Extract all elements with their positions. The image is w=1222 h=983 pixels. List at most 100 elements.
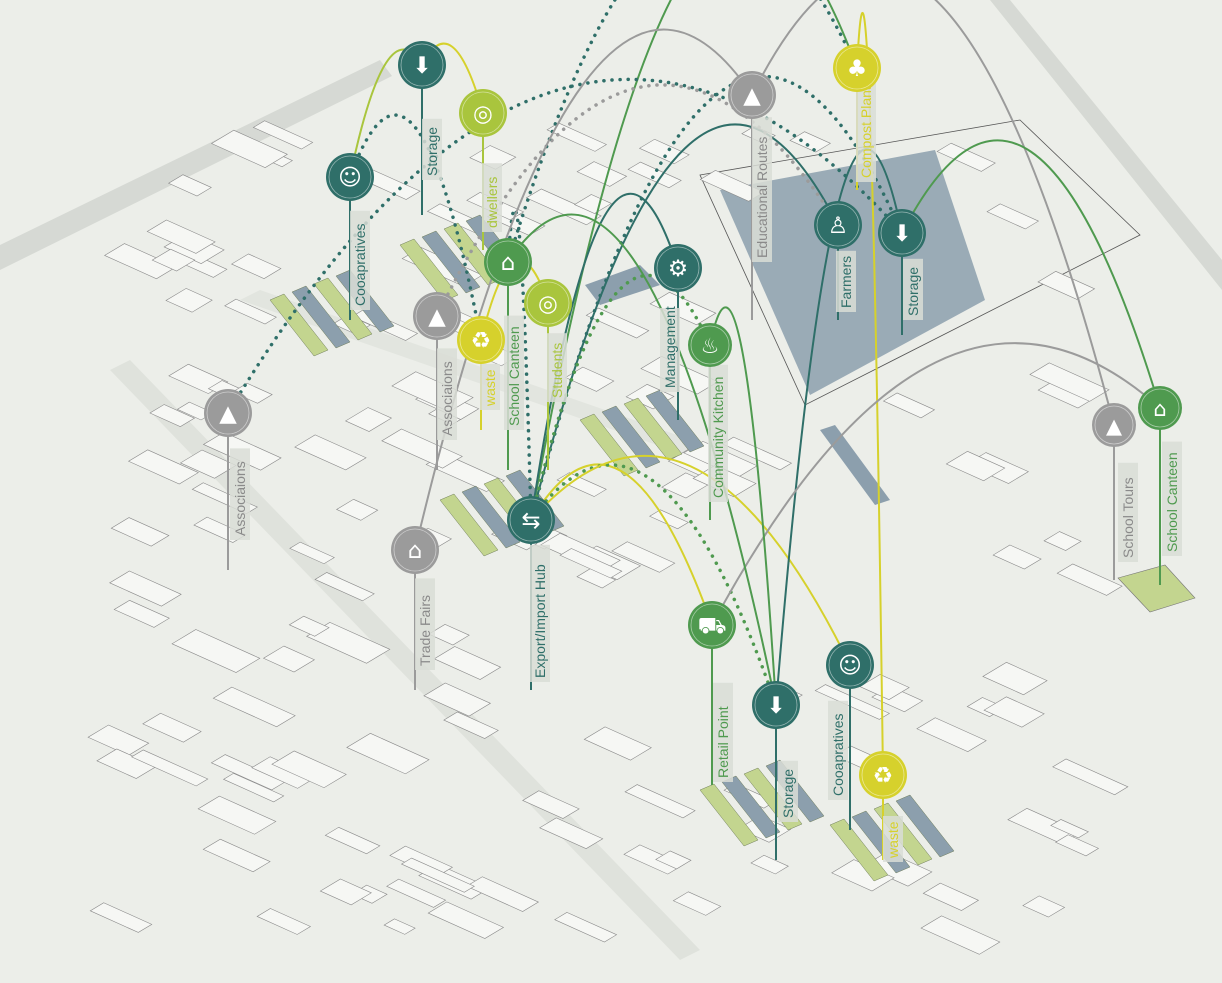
node-compost-plant[interactable]: Compost Plant♣ xyxy=(833,44,881,190)
building xyxy=(113,599,170,628)
node-cooapratives[interactable]: Cooapratives☺ xyxy=(326,153,374,320)
node-educational-routes[interactable]: Educational Routes▲ xyxy=(728,71,776,320)
node-label: Storage xyxy=(424,127,440,176)
node-circle[interactable] xyxy=(326,153,374,201)
node-circle[interactable] xyxy=(878,209,926,257)
node-circle[interactable] xyxy=(1138,386,1182,430)
node-circle[interactable] xyxy=(833,44,881,92)
building xyxy=(423,682,492,717)
node-label: Cooapratives xyxy=(352,224,368,307)
node-circle[interactable] xyxy=(859,751,907,799)
node-ring xyxy=(828,643,872,687)
label-backing xyxy=(547,333,567,402)
label-backing xyxy=(530,544,550,682)
node-circle[interactable] xyxy=(398,41,446,89)
node-farmers[interactable]: Farmers♙ xyxy=(814,201,862,320)
node-circle[interactable] xyxy=(457,316,505,364)
node-ring xyxy=(461,91,505,135)
building xyxy=(1052,758,1129,796)
node-associaions[interactable]: Associaions▲ xyxy=(204,389,252,570)
node-students[interactable]: Students◎ xyxy=(524,279,572,470)
building xyxy=(146,219,216,254)
rooftop-field xyxy=(645,389,705,453)
building xyxy=(262,645,316,673)
node-ring xyxy=(1094,405,1134,445)
node-circle[interactable] xyxy=(204,389,252,437)
node-label: waste xyxy=(482,369,498,407)
node-label: School Canteen xyxy=(1164,452,1180,552)
node-circle[interactable] xyxy=(1092,403,1136,447)
node-circle[interactable] xyxy=(814,201,862,249)
building xyxy=(573,194,612,214)
node-circle[interactable] xyxy=(752,681,800,729)
node-waste[interactable]: waste♻ xyxy=(859,751,907,862)
node-circle[interactable] xyxy=(484,238,532,286)
node-ring xyxy=(328,155,372,199)
node-ring xyxy=(526,281,570,325)
node-ring xyxy=(206,391,250,435)
node-label: Farmers xyxy=(838,256,854,308)
connection-arc xyxy=(226,77,904,415)
label-backing xyxy=(480,364,500,410)
building xyxy=(381,428,463,469)
recycle-icon: ♻ xyxy=(471,328,491,354)
building xyxy=(672,891,722,916)
label-backing xyxy=(415,578,435,670)
rooftop-field xyxy=(421,230,481,294)
node-circle[interactable] xyxy=(459,89,507,137)
building xyxy=(1022,895,1066,918)
building xyxy=(179,449,237,479)
node-ring xyxy=(393,528,437,572)
label-backing xyxy=(1118,462,1138,562)
node-circle[interactable] xyxy=(654,244,702,292)
node-retail-point[interactable]: Retail Point⛟ xyxy=(688,601,736,785)
building xyxy=(314,572,375,602)
node-circle[interactable] xyxy=(688,323,732,367)
node-management[interactable]: Management⚙ xyxy=(654,244,702,420)
connection-arc xyxy=(435,83,840,318)
building xyxy=(992,544,1042,570)
node-circle[interactable] xyxy=(728,71,776,119)
rooftop-field xyxy=(291,285,351,349)
node-circle[interactable] xyxy=(391,526,439,574)
building xyxy=(859,674,910,700)
rooftop-field xyxy=(579,413,639,477)
node-export-import-hub[interactable]: Export/Import Hub⇆ xyxy=(507,496,555,690)
node-circle[interactable] xyxy=(507,496,555,544)
green-rooftop-fields xyxy=(269,214,955,882)
node-school-tours[interactable]: School Tours▲ xyxy=(1092,403,1138,580)
node-school-canteen[interactable]: School Canteen⌂ xyxy=(1138,386,1182,585)
node-circle[interactable] xyxy=(688,601,736,649)
node-circle[interactable] xyxy=(826,641,874,689)
building xyxy=(1050,819,1089,839)
storage-box-icon: ⬇ xyxy=(892,221,911,247)
rooftop-field xyxy=(829,818,889,882)
label-backing xyxy=(437,348,457,440)
building xyxy=(319,878,372,906)
node-dwellers[interactable]: dwellers◎ xyxy=(459,89,507,250)
node-label: Management xyxy=(662,306,678,388)
connection-arc xyxy=(530,0,858,521)
node-circle[interactable] xyxy=(413,292,461,340)
node-circle[interactable] xyxy=(524,279,572,327)
node-storage[interactable]: Storage⬇ xyxy=(752,681,800,860)
node-trade-fairs[interactable]: Trade Fairs⌂ xyxy=(391,526,439,690)
node-community-kitchen[interactable]: Community Kitchen♨ xyxy=(688,323,732,520)
node-school-canteen[interactable]: School Canteen⌂ xyxy=(484,238,532,470)
node-label: School Canteen xyxy=(506,326,522,426)
label-backing xyxy=(828,700,848,800)
node-associaions[interactable]: Associaions▲ xyxy=(413,292,461,470)
graduation-cap-icon: ▲ xyxy=(1106,414,1122,438)
building xyxy=(344,407,393,432)
connection-arc xyxy=(529,273,712,522)
node-cooapratives[interactable]: Cooapratives☺ xyxy=(826,641,874,830)
label-backing xyxy=(903,258,923,320)
node-waste[interactable]: waste ♻ xyxy=(457,316,505,430)
node-storage[interactable]: Storage⬇ xyxy=(398,41,446,215)
building xyxy=(202,838,271,873)
building xyxy=(212,686,296,728)
shopping-cart-icon: ⛟ xyxy=(698,613,727,639)
building xyxy=(252,120,314,150)
node-storage[interactable]: Storage⬇ xyxy=(878,209,926,335)
